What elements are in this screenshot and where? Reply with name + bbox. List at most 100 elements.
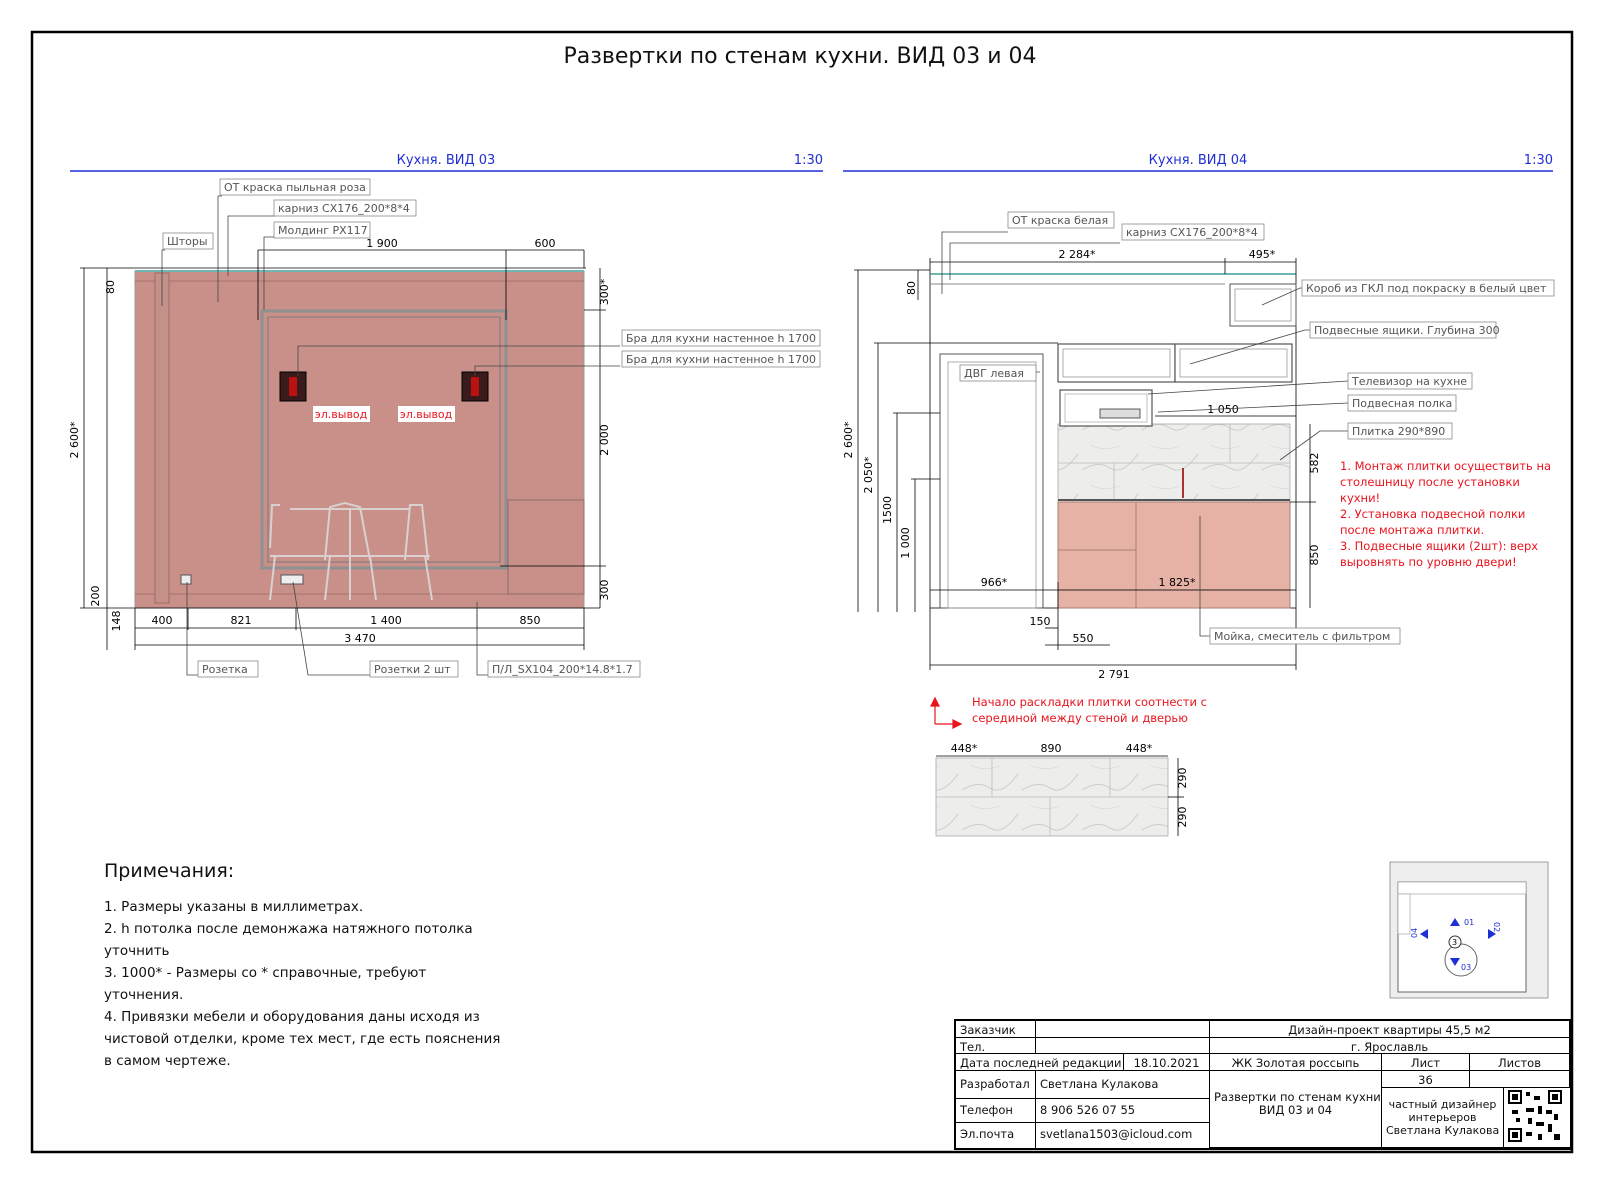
dim04-1050: 1 050 bbox=[1207, 403, 1239, 416]
socket-single bbox=[180, 574, 192, 585]
dim04-582: 582 bbox=[1308, 453, 1321, 474]
notes-block: Примечания: 1. Размеры указаны в миллиме… bbox=[104, 860, 524, 1072]
callout-leaders-03 bbox=[161, 195, 620, 676]
tb-project: Дизайн-проект квартиры 45,5 м2 bbox=[1210, 1021, 1570, 1038]
tb-sheet-name-1: Развертки по стенам кухни. bbox=[1214, 1090, 1382, 1104]
dim03-right-300bot: 300 bbox=[598, 580, 611, 601]
callout04-tile: Плитка 290*890 bbox=[1352, 425, 1445, 438]
tb-last-edit-value: 18.10.2021 bbox=[1124, 1054, 1210, 1071]
dim04-total: 2 791 bbox=[1098, 668, 1130, 681]
tb-sheet-name-2: ВИД 03 и 04 bbox=[1258, 1103, 1333, 1117]
el-outlet-text-1: эл.вывод bbox=[315, 408, 368, 421]
base-cabinets bbox=[1057, 501, 1291, 609]
tile-w2: 890 bbox=[1041, 742, 1062, 755]
dim03-left-148: 148 bbox=[110, 611, 123, 632]
tile-note-2: серединой между стеной и дверью bbox=[972, 711, 1188, 725]
key-plan: 01 02 03 04 3 bbox=[1389, 861, 1549, 999]
dim04-left-2600: 2 600* bbox=[842, 421, 855, 458]
sconce-right bbox=[461, 371, 489, 402]
door bbox=[939, 353, 1044, 609]
view04-scale: 1:30 bbox=[1524, 153, 1553, 168]
dim04-left-1500: 1500 bbox=[881, 496, 894, 524]
note-line: 4. Привязки мебели и оборудования даны и… bbox=[104, 1009, 480, 1025]
callout03-molding: Молдинг РХ117 bbox=[278, 224, 368, 237]
svg-text:2. Установка подвесной полки: 2. Установка подвесной полки bbox=[1340, 507, 1525, 521]
note-line: 3. 1000* - Размеры со * справочные, треб… bbox=[104, 965, 427, 981]
view03-scale: 1:30 bbox=[794, 153, 823, 168]
dim04-left-80: 80 bbox=[905, 281, 918, 295]
dim03-left-h: 2 600* bbox=[68, 421, 81, 458]
tb-email-value: svetlana1503@icloud.com bbox=[1036, 1123, 1210, 1148]
tb-designer-1: частный дизайнер bbox=[1388, 1098, 1497, 1111]
dim04-966: 966* bbox=[981, 576, 1008, 589]
tb-developer-value: Светлана Кулакова bbox=[1036, 1071, 1210, 1099]
dim03-total: 3 470 bbox=[344, 632, 376, 645]
dim04-left-2050: 2 050* bbox=[862, 456, 875, 493]
tb-email-label: Эл.почта bbox=[956, 1123, 1036, 1148]
dim04-top2: 495* bbox=[1249, 248, 1276, 261]
dim03-left-80: 80 bbox=[104, 280, 117, 294]
dim04-left-1000: 1 000 bbox=[899, 527, 912, 559]
tb-developer-label: Разработал bbox=[956, 1071, 1036, 1099]
svg-text:после монтажа плитки.: после монтажа плитки. bbox=[1340, 523, 1484, 537]
view-04: Кухня. ВИД 04 1:30 bbox=[842, 153, 1555, 837]
callout03-outlet: Розетка bbox=[202, 663, 248, 676]
view04-title: Кухня. ВИД 04 bbox=[1149, 153, 1248, 168]
dim03-b1400: 1 400 bbox=[370, 614, 402, 627]
dim03-b821: 821 bbox=[231, 614, 252, 627]
callout04-shelf: Подвесная полка bbox=[1352, 397, 1452, 410]
tb-city: г. Ярославль bbox=[1210, 1038, 1570, 1054]
tb-designer: частный дизайнер интерьеров Светлана Кул… bbox=[1382, 1088, 1504, 1148]
tb-sheet-no: 36 bbox=[1382, 1071, 1470, 1088]
tile-note-1: Начало раскладки плитки соотнести с bbox=[972, 695, 1207, 709]
plan-label-02: 02 bbox=[1492, 922, 1501, 932]
svg-text:3. Подвесные ящики (2шт): верх: 3. Подвесные ящики (2шт): верх bbox=[1340, 539, 1538, 553]
molding-inner bbox=[267, 316, 501, 563]
dim04-850: 850 bbox=[1308, 545, 1321, 566]
dim04-150: 150 bbox=[1030, 615, 1051, 628]
callout03-sconce1: Бра для кухни настенное h 1700 bbox=[626, 332, 816, 345]
callout04-tv: Телевизор на кухне bbox=[1351, 375, 1467, 388]
dim03-top2: 600 bbox=[535, 237, 556, 250]
dim04-550: 550 bbox=[1073, 632, 1094, 645]
install-notes: 1. Монтаж плитки осуществить на столешни… bbox=[1340, 459, 1551, 569]
tile-w3: 448* bbox=[1126, 742, 1153, 755]
tb-phone-top-value bbox=[1036, 1038, 1210, 1054]
title-block: Заказчик Дизайн-проект квартиры 45,5 м2 … bbox=[954, 1019, 1572, 1150]
tv bbox=[1099, 408, 1141, 419]
molding-outer bbox=[260, 309, 508, 570]
socket-double bbox=[280, 574, 304, 585]
plan-label-3: 3 bbox=[1452, 938, 1457, 947]
note-line: уточнения. bbox=[104, 987, 184, 1003]
callout04-door: ДВГ левая bbox=[964, 367, 1024, 380]
tile-w1: 448* bbox=[951, 742, 978, 755]
callout03-paint: ОТ краска пыльная роза bbox=[224, 181, 366, 194]
gkl-box bbox=[1229, 283, 1297, 327]
wall-cabinet-left bbox=[1057, 343, 1176, 383]
dining-set bbox=[269, 501, 433, 601]
dim04-1825: 1 825* bbox=[1159, 576, 1196, 589]
dim03-b850: 850 bbox=[520, 614, 541, 627]
dim03-right-2000: 2 000 bbox=[598, 424, 611, 456]
svg-text:кухни!: кухни! bbox=[1340, 491, 1380, 505]
tile-start-arrow bbox=[930, 696, 963, 729]
view-03: Кухня. ВИД 03 1:30 эл.вывод эл.вывод bbox=[68, 153, 823, 678]
dim04-top1: 2 284* bbox=[1059, 248, 1096, 261]
curtain bbox=[154, 272, 170, 604]
tb-sheet-label: Лист bbox=[1382, 1054, 1470, 1071]
tb-customer-label: Заказчик bbox=[956, 1021, 1036, 1038]
dims-03 bbox=[80, 249, 606, 650]
tb-sheets-total bbox=[1470, 1071, 1570, 1088]
plan-label-04: 04 bbox=[1410, 928, 1419, 938]
callout04-paint: ОТ краска белая bbox=[1012, 214, 1108, 227]
callout04-cornice: карниз СХ176_200*8*4 bbox=[1126, 226, 1258, 239]
notes-heading: Примечания: bbox=[104, 860, 235, 882]
dims-04 bbox=[854, 258, 1316, 670]
callout04-sink: Мойка, смеситель с фильтром bbox=[1214, 630, 1390, 643]
plan-label-01: 01 bbox=[1464, 918, 1474, 927]
note-line: в самом чертеже. bbox=[104, 1053, 231, 1069]
callout04-wall-cabinets: Подвесные ящики. Глубина 300 bbox=[1314, 324, 1500, 337]
note-line: 1. Размеры указаны в миллиметрах. bbox=[104, 899, 364, 915]
tb-sheet-name: Развертки по стенам кухни. ВИД 03 и 04 bbox=[1210, 1071, 1382, 1148]
callout04-box: Короб из ГКЛ под покраску в белый цвет bbox=[1306, 282, 1547, 295]
